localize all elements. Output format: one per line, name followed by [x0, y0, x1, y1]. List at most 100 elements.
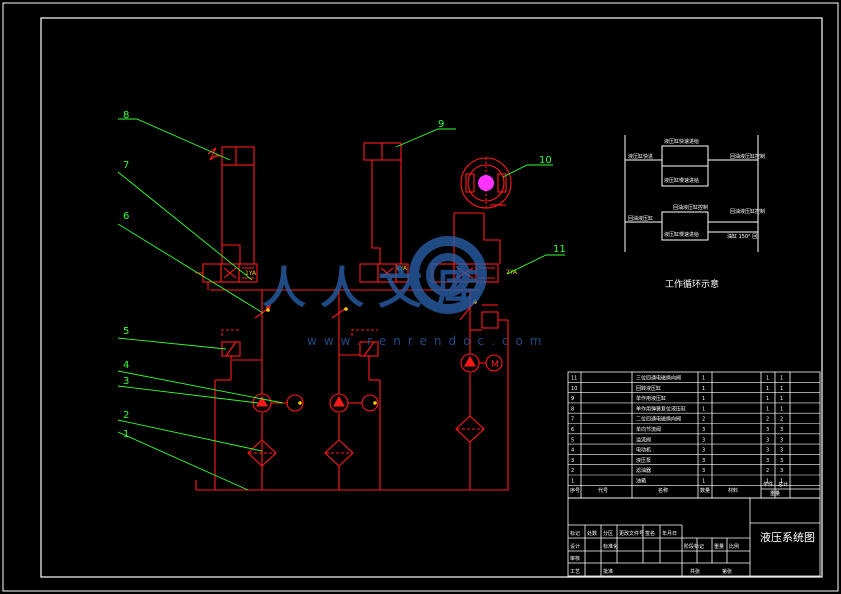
bom-cell-name: 单作用液压缸 — [636, 395, 666, 402]
bom-cell-total: 1 — [780, 396, 783, 402]
rotary-shaft — [478, 175, 494, 191]
tank-return-line — [195, 480, 509, 491]
callout-8: 8 — [123, 110, 129, 121]
bom-cell-no: 7 — [571, 417, 574, 423]
bom-cell-no: 8 — [571, 406, 574, 412]
callout-9: 9 — [438, 119, 444, 130]
tb-cell-zone: 分区 — [603, 530, 613, 537]
tb-cell-scale: 比例 — [729, 543, 739, 550]
relief-valve-right — [481, 311, 499, 329]
bom-cell-no: 1 — [571, 479, 574, 485]
motor-middle — [361, 394, 379, 412]
bom-cell-qty: 1 — [702, 376, 705, 382]
bom-cell-qty: 2 — [702, 417, 705, 423]
filter-right — [455, 415, 485, 443]
bom-cell-no: 5 — [571, 437, 574, 443]
bom-header-single: 单件 — [763, 481, 773, 488]
tb-cell-count: 处数 — [587, 530, 597, 537]
spring-left — [207, 147, 219, 161]
bom-cell-single: 1 — [766, 386, 769, 392]
callout-7: 7 — [123, 160, 129, 171]
bom-header-code: 代号 — [598, 487, 608, 494]
bom-cell-name: 液压泵 — [636, 457, 651, 464]
valve-tag-middle: 1YA — [396, 265, 408, 272]
watermark-url: www.renrendoc.com — [307, 334, 548, 348]
bom-cell-no: 11 — [571, 376, 577, 382]
bom-cell-single: 3 — [766, 458, 769, 464]
bom-cell-qty: 3 — [702, 427, 705, 433]
bom-cell-qty: 3 — [702, 458, 705, 464]
motor-left — [286, 394, 304, 412]
cycle-box-label-2: 液压缸慢速进给 — [664, 177, 699, 184]
bom-cell-qty: 3 — [702, 468, 705, 474]
bom-cell-single: 2 — [766, 417, 769, 423]
cycle-caption: 工作循环示意 — [665, 278, 719, 290]
cycle-label-3: 回油液压缸 — [628, 215, 653, 222]
bom-cell-name: 三位四通电磁换向阀 — [636, 375, 681, 382]
bom-cell-no: 3 — [571, 458, 574, 464]
filter-middle — [324, 439, 354, 467]
bom-cell-total: 2 — [780, 417, 783, 423]
bom-header-total: 总计 — [778, 481, 788, 488]
bom-cell-single: 3 — [766, 427, 769, 433]
bom-cell-single: 1 — [766, 406, 769, 412]
motor-right — [485, 354, 503, 372]
bom-cell-name: 油箱 — [636, 478, 646, 485]
bom-table — [567, 371, 821, 499]
bom-cell-total: 3 — [780, 437, 783, 443]
bom-cell-total: 3 — [780, 458, 783, 464]
callout-1: 1 — [123, 429, 129, 440]
tb-cell-sign: 签名 — [645, 530, 655, 537]
bom-cell-qty: 1 — [702, 386, 705, 392]
leader-lines — [117, 118, 565, 491]
tb-cell-change: 更改文件号 — [619, 530, 644, 537]
callout-2: 2 — [123, 410, 129, 421]
bom-header-qty: 数量 — [700, 487, 710, 494]
motor-symbol: M — [491, 360, 499, 370]
bom-cell-name: 单向节流阀 — [636, 426, 661, 433]
bom-cell-total: 3 — [780, 468, 783, 474]
bom-cell-total: 1 — [780, 376, 783, 382]
watermark: 人人文库 www.renrendoc.com — [262, 236, 548, 348]
bom-header-no: 序号 — [570, 487, 580, 494]
bom-cell-no: 10 — [571, 386, 577, 392]
cycle-box-top — [661, 145, 709, 187]
bom-cell-total: 1 — [780, 386, 783, 392]
cylinder-left — [221, 146, 255, 166]
bom-header-name: 名称 — [658, 487, 668, 494]
tb-cell-approve: 批准 — [603, 568, 613, 575]
valve-tag-left: 1YA — [245, 270, 257, 277]
tb-cell-review: 审核 — [570, 555, 580, 562]
callout-3: 3 — [123, 376, 129, 387]
bom-header-material: 材料 — [728, 487, 738, 494]
tb-cell-mark: 标记 — [570, 530, 580, 537]
bom-cell-total: 1 — [780, 406, 783, 412]
bom-cell-total: 3 — [780, 427, 783, 433]
throttle-markers — [266, 300, 477, 405]
bom-cell-single: 2 — [766, 468, 769, 474]
watermark-brand: 人人文库 — [262, 263, 494, 314]
bom-cell-name: 电动机 — [636, 447, 651, 454]
bom-cell-single: 3 — [766, 448, 769, 454]
bom-cell-no: 6 — [571, 427, 574, 433]
callout-4: 4 — [123, 360, 129, 371]
callout-11: 11 — [553, 244, 566, 255]
tb-cell-process: 工艺 — [570, 569, 580, 575]
cycle-box-bottom — [661, 211, 709, 241]
tb-cell-sheets: 共张 — [690, 568, 700, 575]
bom-header-weight: 重量 — [770, 490, 780, 497]
bom-cell-name: 二位四通电磁换向阀 — [636, 416, 681, 423]
title-block — [567, 497, 821, 577]
cycle-label-4: 回油液压缸控制 — [730, 208, 765, 215]
bom-cell-qty: 3 — [702, 437, 705, 443]
valve-tag-right: 2YA — [506, 269, 518, 276]
bom-cell-single: 3 — [766, 437, 769, 443]
work-cycle-diagram — [624, 135, 759, 252]
bom-cell-no: 4 — [571, 448, 574, 454]
bom-cell-no: 9 — [571, 396, 574, 402]
tb-cell-design: 设计 — [570, 543, 580, 550]
bom-cell-name: 溢流阀 — [636, 436, 651, 443]
